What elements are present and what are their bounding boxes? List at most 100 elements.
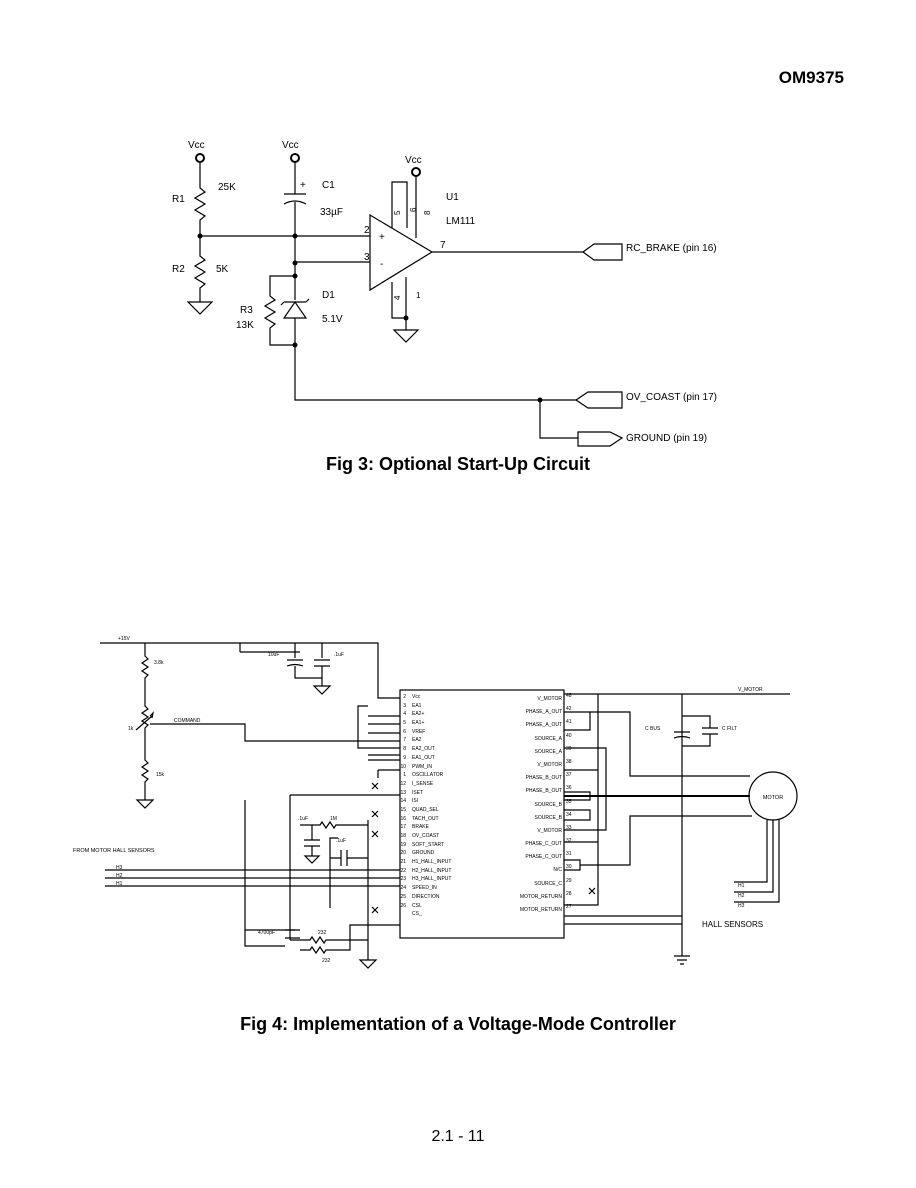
res-1m bbox=[300, 820, 368, 830]
ic-left-pin-number: 20 bbox=[400, 850, 406, 857]
ic-right-pin-number: 35 bbox=[566, 798, 572, 805]
supply-label: +15V bbox=[118, 636, 130, 642]
vcc-label-1: Vcc bbox=[188, 140, 205, 151]
res-1m-label: 1M bbox=[330, 816, 337, 822]
res-f-label: 232 bbox=[322, 958, 331, 964]
ic-left-pin-number: 1 bbox=[403, 772, 406, 779]
d1-ref: D1 bbox=[322, 290, 335, 301]
cap-d-label: .1uF bbox=[336, 838, 346, 844]
vcc-terminal-2 bbox=[290, 153, 300, 163]
motor-label: MOTOR bbox=[763, 795, 783, 801]
ic-left-pin-number: 6 bbox=[403, 728, 406, 735]
ic-left-pin-name: EA1+ bbox=[412, 720, 425, 727]
page-number: 2.1 - 11 bbox=[431, 1128, 485, 1145]
connector-rc-brake bbox=[581, 243, 623, 261]
ic-left-pin-name: EA1 bbox=[412, 702, 422, 709]
pot-label: 1k bbox=[128, 726, 134, 732]
ic-left-pin-number: 8 bbox=[403, 746, 406, 753]
opamp-pin-5: 5 bbox=[393, 210, 402, 215]
c1-plus: + bbox=[300, 180, 306, 191]
r3-value: 13K bbox=[236, 320, 254, 331]
r1-value: 25K bbox=[218, 182, 236, 193]
r2-value: 5K bbox=[216, 264, 229, 275]
ic-right-pin-name: MOTOR_RETURN bbox=[519, 893, 562, 900]
cap-01uf bbox=[314, 659, 330, 667]
cap-c-filt bbox=[682, 715, 718, 747]
connector-ov-coast bbox=[574, 391, 623, 409]
opamp-pin-7: 7 bbox=[440, 240, 446, 251]
ic-left-pin-name: DIRECTION bbox=[412, 893, 440, 900]
ic-right-pin-name: V_MOTOR bbox=[537, 696, 562, 702]
connector-ground-label: GROUND (pin 19) bbox=[626, 433, 707, 444]
ic-left-pin-number: 7 bbox=[403, 737, 406, 744]
ground-symbol bbox=[674, 955, 690, 965]
ic-left-pin-name: BRAKE bbox=[412, 824, 429, 831]
ground-symbol bbox=[312, 685, 332, 695]
hall-out-1: H1 bbox=[738, 883, 745, 889]
ic-left-pin-number: 25 bbox=[400, 893, 406, 900]
opamp-plus: + bbox=[379, 232, 385, 243]
ic-left-pin-number: 4 bbox=[403, 711, 406, 718]
pot-top-label: 3.8k bbox=[154, 660, 164, 666]
hall-in-2: H2 bbox=[116, 873, 123, 879]
command-label: COMMAND bbox=[174, 718, 201, 724]
ic-right-pin-name: PHASE_C_OUT bbox=[525, 841, 562, 848]
pot-bottom-label: 15k bbox=[156, 772, 165, 778]
ic-left-pin-number: 13 bbox=[400, 789, 406, 796]
cap-d bbox=[330, 850, 368, 866]
r2-resistor bbox=[193, 236, 207, 302]
ic-left-pin-name: PWM_IN bbox=[412, 763, 432, 770]
ic-left-pin-name: ISI bbox=[412, 798, 419, 805]
ic-left-pin-name: EA2+ bbox=[412, 711, 425, 718]
ic-left-pin-number bbox=[368, 910, 406, 919]
ic-left-pin-name: GROUND bbox=[412, 850, 435, 857]
ic-right-pin-number: 37 bbox=[566, 772, 572, 779]
ic-left-pin-number: 12 bbox=[400, 780, 406, 787]
vcc-label-2: Vcc bbox=[282, 140, 299, 151]
ic-right-pin-name: V_MOTOR bbox=[537, 827, 562, 834]
cap-c-label: .1uF bbox=[298, 816, 308, 822]
ic-left-pin-number: 22 bbox=[400, 867, 406, 874]
connector-ground bbox=[577, 431, 624, 447]
c1-plate-curved bbox=[283, 200, 307, 205]
ic-left-pin-number: 16 bbox=[400, 815, 406, 822]
ic-right-pin-number: 32 bbox=[566, 838, 572, 845]
ic-left-pin-number: 18 bbox=[400, 833, 406, 839]
cap-c bbox=[304, 825, 320, 856]
ic-left-pin-number: 14 bbox=[400, 798, 406, 805]
hall-in-1: H1 bbox=[116, 881, 123, 887]
c-bus-label: C BUS bbox=[645, 726, 661, 732]
ic-right-pin-number: 29 bbox=[566, 877, 572, 884]
ic-left-pin-name: OSCILLATOR bbox=[412, 772, 444, 779]
u1-part: LM111 bbox=[446, 216, 476, 227]
ic-right-pin-number: 38 bbox=[566, 758, 572, 765]
ic-right-pin-number: 42 bbox=[566, 706, 572, 713]
ic-left-pin-name: I_SENSE bbox=[412, 780, 434, 787]
from-hall-label: FROM MOTOR HALL SENSORS bbox=[73, 848, 155, 854]
cap-e bbox=[285, 929, 300, 939]
ic-right-pin-name: SOURCE_B bbox=[534, 814, 562, 821]
ic-right-pin-name: PHASE_B_OUT bbox=[525, 775, 562, 782]
r1-resistor bbox=[193, 162, 207, 236]
ic-left-pin-name: Vcc bbox=[412, 694, 421, 700]
cap-10uf bbox=[286, 659, 304, 667]
vcc-terminal-1 bbox=[195, 153, 205, 163]
cap-10uf-label: 10uF bbox=[268, 652, 279, 658]
ic-right-pin-name: SOURCE_A bbox=[534, 748, 562, 755]
ic-left-pin-name: H1_HALL_INPUT bbox=[412, 859, 452, 866]
res-232-b bbox=[300, 924, 368, 955]
d1-zener bbox=[282, 300, 308, 319]
fig4-caption: Fig 4: Implementation of a Voltage-Mode … bbox=[240, 1014, 676, 1034]
ground-symbol bbox=[135, 799, 155, 809]
ic-right-pin-number: 41 bbox=[566, 719, 572, 726]
hall-out-2: H2 bbox=[738, 893, 745, 899]
ground-symbol bbox=[186, 301, 214, 315]
ic-right-pin-number: 36 bbox=[566, 785, 572, 792]
opamp-pin-8: 8 bbox=[423, 210, 432, 215]
ic-right-pin-number: 40 bbox=[566, 732, 572, 739]
ic-left-pin-number: 26 bbox=[400, 902, 406, 909]
ic-left-pin-name: CSL bbox=[412, 902, 422, 909]
